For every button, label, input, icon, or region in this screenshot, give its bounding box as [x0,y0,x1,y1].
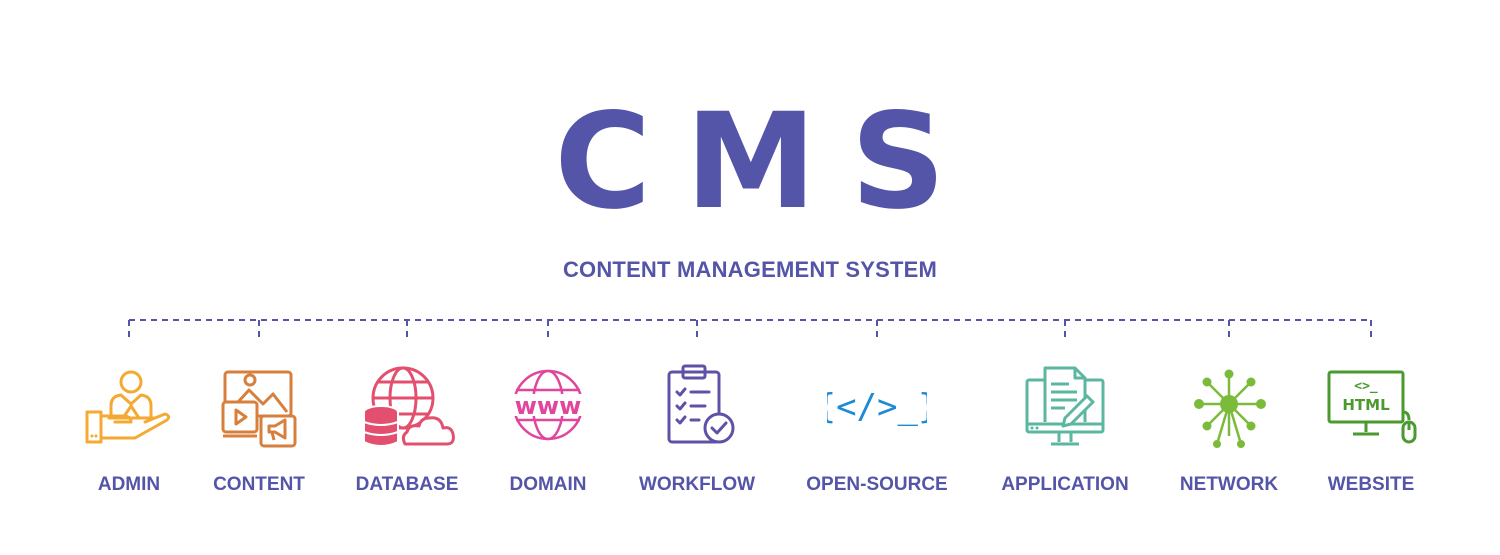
content-icon [221,370,297,448]
domain-icon: www [502,369,594,441]
website-icon-text: HTML [1342,396,1390,414]
admin-icon [85,370,171,444]
domain-icon-text: www [515,392,582,420]
workflow-icon [667,364,735,444]
item-label: ADMIN [97,474,161,495]
page-subtitle: CONTENT MANAGEMENT SYSTEM [562,257,938,282]
item-database: DATABASE [317,360,497,496]
item-content: CONTENT [169,360,349,496]
page-title: CMS [554,85,980,239]
network-icon [1194,369,1266,448]
website-icon-subtext: <>_ [1354,379,1378,394]
item-label: DOMAIN [509,474,587,495]
item-label: DATABASE [355,474,459,495]
application-icon [1025,366,1105,446]
item-workflow: WORKFLOW [607,360,787,496]
item-label: APPLICATION [1001,474,1129,495]
item-admin: ADMIN [39,360,219,496]
website-icon: <>_ HTML [1327,370,1417,444]
item-application: APPLICATION [975,360,1155,496]
database-icon [363,366,455,447]
item-website: <>_ HTML WEBSITE [1281,360,1461,496]
item-label: CONTENT [213,474,305,495]
item-label: OPEN-SOURCE [806,474,948,495]
item-open-source: {</>_} OPEN-SOURCE [787,360,967,496]
code-icon-text: {</>_} [827,387,927,427]
item-label: WEBSITE [1327,474,1415,495]
item-label: NETWORK [1179,474,1279,495]
item-network: NETWORK [1139,360,1319,496]
item-domain: www DOMAIN [458,360,638,496]
item-label: WORKFLOW [638,474,756,495]
code-icon: {</>_} [827,387,927,427]
